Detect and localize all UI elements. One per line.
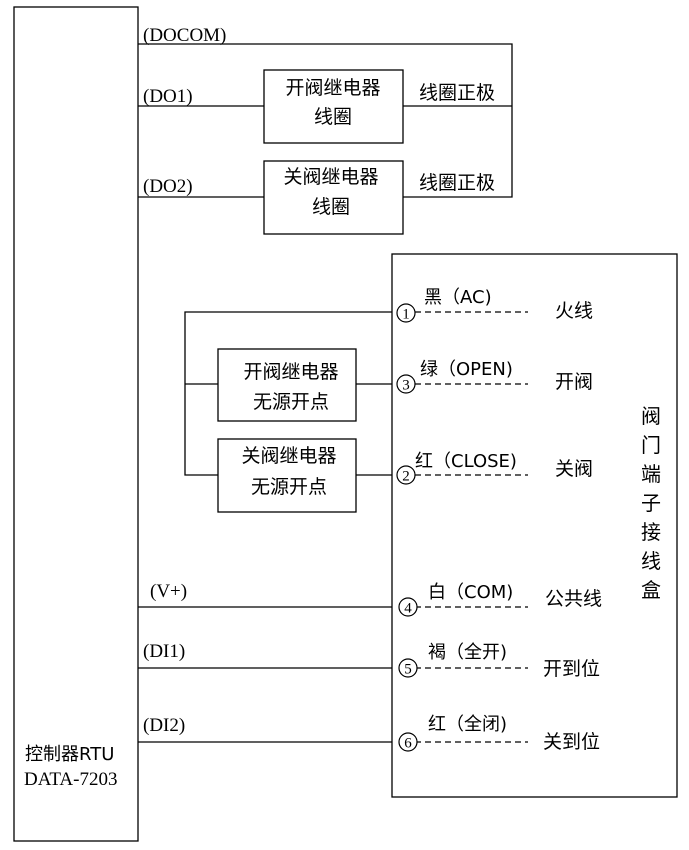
- terminal-3-circle: [396, 374, 416, 394]
- coil2-positive-label: 线圈正极: [419, 172, 495, 194]
- terminal-4-circle: [398, 597, 418, 617]
- controller-box: [13, 6, 139, 842]
- terminal-5-circle: [398, 658, 418, 678]
- terminal-6-wire-label: 红（全闭): [428, 714, 507, 735]
- terminal-4-number: 4: [404, 601, 412, 617]
- do2-label: (DO2): [143, 176, 193, 197]
- terminal-2-number: 2: [402, 469, 410, 485]
- terminal-3-wire-label: 绿（OPEN): [420, 359, 513, 380]
- open-relay-contact-box: [217, 348, 357, 422]
- title-char: 线: [641, 549, 661, 573]
- do1-wire: (DO1) 开阀继电器 线圈 线圈正极: [138, 69, 495, 144]
- terminal-4: 4 白（COM) 公共线: [398, 582, 602, 617]
- terminal-5: 5 褐（全开) 开到位: [398, 642, 600, 680]
- terminal-6-circle: [398, 732, 418, 752]
- title-char: 端: [641, 462, 661, 486]
- open-relay-contact-line2: 无源开点: [253, 391, 329, 413]
- close-relay-coil-line1: 关阀继电器: [283, 166, 378, 188]
- title-char: 门: [641, 433, 661, 457]
- contact-circuit: 开阀继电器 无源开点 关阀继电器 无源开点: [184, 311, 397, 513]
- terminal-1: 1 黑（AC) 火线: [396, 287, 593, 323]
- do1-label: (DO1): [143, 86, 193, 107]
- controller-name: 控制器RTU: [25, 744, 114, 765]
- terminal-3: 3 绿（OPEN) 开阀: [396, 359, 593, 394]
- close-relay-contact-line2: 无源开点: [251, 476, 327, 498]
- close-relay-coil-line2: 线圈: [312, 196, 350, 218]
- ac-bus-line: [184, 311, 397, 476]
- input-wires: (V+) (DI1) (DI2): [138, 581, 397, 743]
- terminal-6: 6 红（全闭) 关到位: [398, 714, 600, 753]
- open-relay-coil-line1: 开阀继电器: [285, 77, 380, 99]
- terminal-box-frame: [391, 253, 678, 798]
- vplus-label: (V+): [150, 581, 187, 602]
- open-relay-contact-line1: 开阀继电器: [243, 361, 338, 383]
- open-relay-coil-box: [263, 69, 404, 144]
- terminal-2-wire-label: 红（CLOSE): [415, 451, 517, 472]
- terminal-3-function: 开阀: [555, 371, 593, 393]
- terminal-1-wire-label: 黑（AC): [424, 287, 492, 308]
- close-relay-contact-line1: 关阀继电器: [241, 445, 336, 467]
- do2-wire: (DO2) 关阀继电器 线圈 线圈正极: [138, 160, 495, 235]
- controller-model: DATA-7203: [24, 769, 117, 790]
- close-relay-contact-box: [217, 438, 357, 513]
- terminal-5-wire-label: 褐（全开): [428, 642, 507, 663]
- docom-wire: (DOCOM): [138, 25, 513, 198]
- terminal-6-function: 关到位: [543, 731, 600, 753]
- terminal-1-number: 1: [402, 307, 410, 323]
- terminal-5-number: 5: [404, 662, 412, 678]
- docom-line: [138, 43, 513, 198]
- open-relay-coil-line2: 线圈: [314, 106, 352, 128]
- terminal-1-circle: [396, 303, 416, 323]
- terminal-5-function: 开到位: [543, 658, 600, 680]
- terminal-4-wire-label: 白（COM): [428, 582, 513, 603]
- terminal-6-number: 6: [404, 736, 412, 752]
- terminal-box-title: 阀 门 端 子 接 线 盒: [641, 404, 661, 602]
- title-char: 接: [641, 520, 661, 544]
- terminal-2-function: 关阀: [555, 458, 593, 480]
- title-char: 盒: [641, 578, 661, 602]
- coil1-positive-label: 线圈正极: [419, 82, 495, 104]
- di1-label: (DI1): [143, 641, 185, 662]
- title-char: 子: [641, 491, 661, 515]
- terminal-3-number: 3: [402, 378, 410, 394]
- controller-rtu: 控制器RTU DATA-7203: [13, 6, 139, 842]
- terminal-1-function: 火线: [555, 300, 593, 322]
- di2-label: (DI2): [143, 715, 185, 736]
- terminal-box: 阀 门 端 子 接 线 盒 1 黑（AC) 火线 3 绿（OPEN) 开阀: [391, 253, 678, 798]
- docom-label: (DOCOM): [143, 25, 226, 46]
- terminal-2: 2 红（CLOSE) 关阀: [396, 451, 593, 485]
- title-char: 阀: [641, 404, 661, 428]
- terminal-4-function: 公共线: [545, 588, 602, 610]
- terminal-2-circle: [396, 465, 416, 485]
- close-relay-coil-box: [263, 160, 404, 235]
